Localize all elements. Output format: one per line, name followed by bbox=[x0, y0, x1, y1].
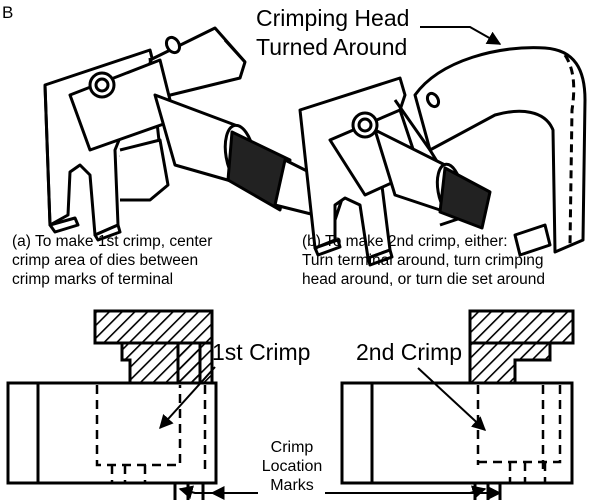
label-location-marks: Crimp Location Marks bbox=[261, 439, 323, 494]
header-label: Crimping Head Turned Around bbox=[256, 5, 410, 60]
label-second-crimp: 2nd Crimp bbox=[356, 339, 463, 365]
panel-letter: B bbox=[2, 3, 14, 22]
die-section-2nd bbox=[340, 309, 575, 500]
location-mark-leaders bbox=[178, 485, 502, 500]
die-section-1st bbox=[6, 309, 218, 500]
caption-b: (b) To make 2nd crimp, either: Turn term… bbox=[302, 233, 546, 288]
label-first-crimp: 1st Crimp bbox=[212, 339, 311, 365]
caption-a: (a) To make 1st crimp, center crimp area… bbox=[12, 233, 213, 288]
crimp-tool-b bbox=[298, 46, 587, 267]
